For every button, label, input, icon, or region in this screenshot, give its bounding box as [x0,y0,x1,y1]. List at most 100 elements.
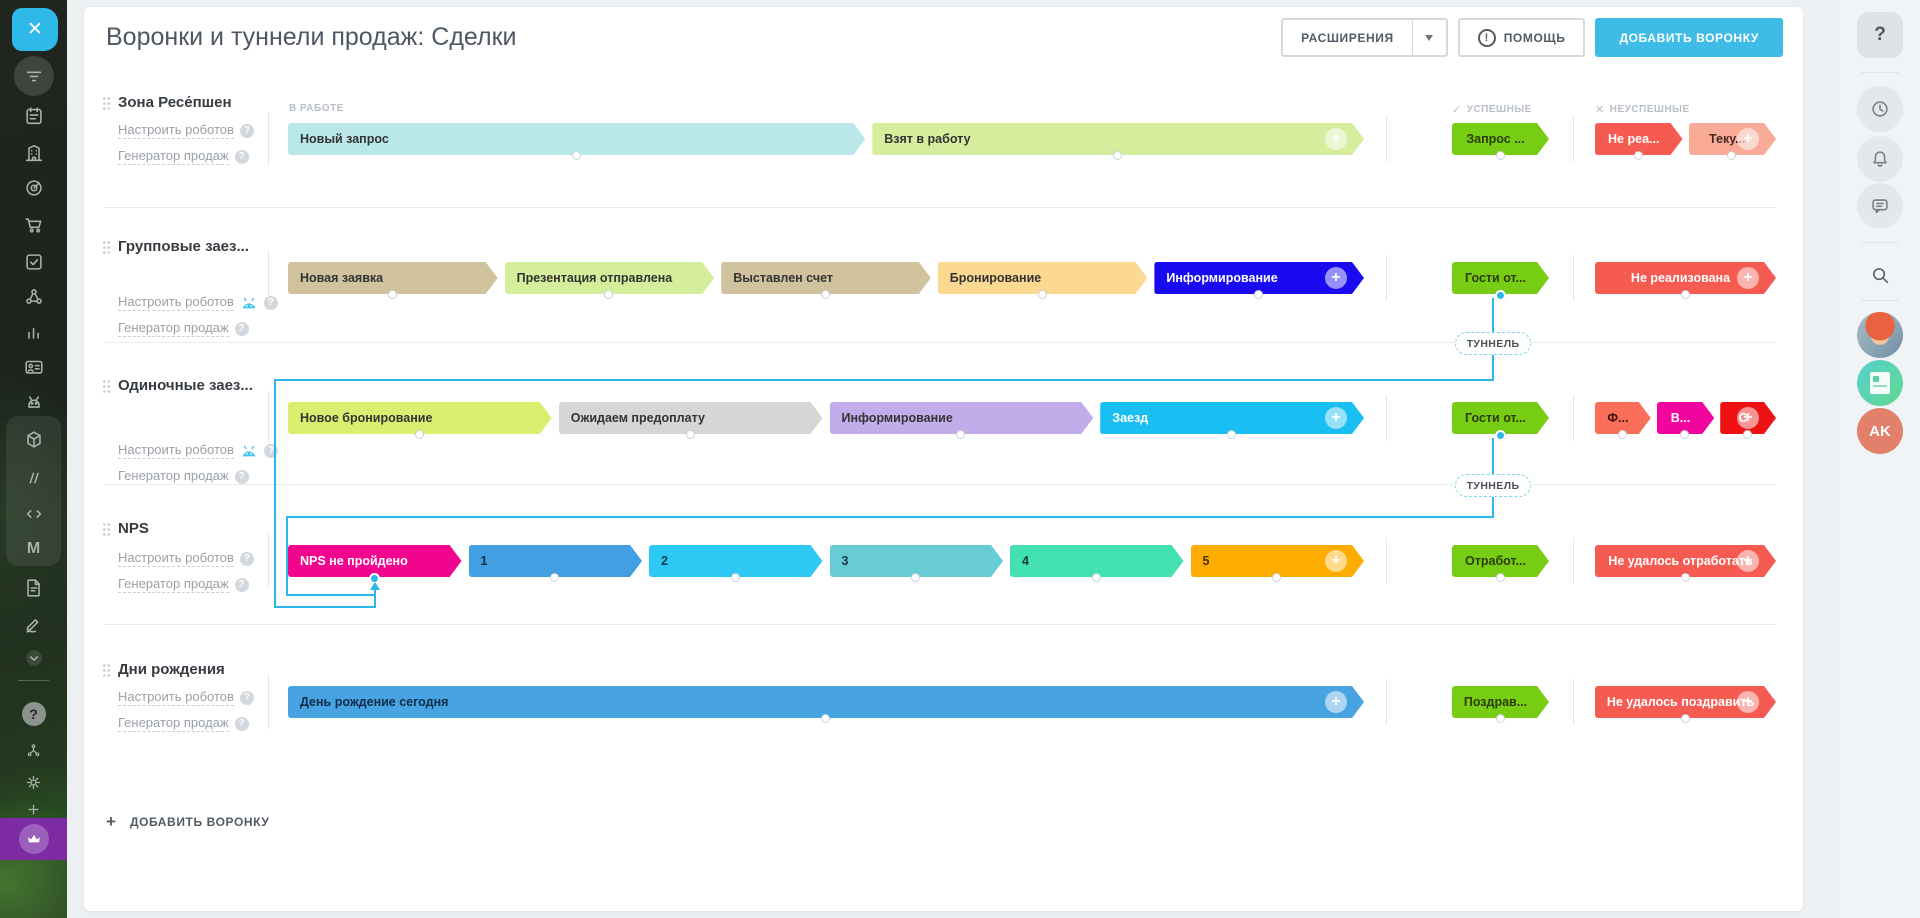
gear-icon[interactable] [0,766,67,798]
funnel-name[interactable]: Дни рождения [118,661,225,678]
extensions-dropdown-button[interactable] [1411,20,1446,55]
stage-connector-dot[interactable] [1495,151,1505,160]
tunnel-badge[interactable]: ТУННЕЛЬ [1455,474,1531,497]
funnel-stage[interactable]: Информирование+ [1154,262,1364,299]
tree-nodes-icon[interactable] [0,734,67,766]
help-icon[interactable]: ? [234,716,249,731]
stage-connector-dot[interactable] [1091,573,1101,582]
help-icon[interactable]: ? [263,443,278,458]
stage-connector-dot[interactable] [1254,290,1264,299]
chevron-down-circle-icon[interactable] [0,642,67,674]
extensions-button[interactable]: РАСШИРЕНИЯ [1281,18,1448,57]
add-funnel-button[interactable]: ДОБАВИТЬ ВОРОНКУ [1595,18,1783,57]
fail-stage[interactable]: В... [1657,402,1714,439]
success-stage[interactable]: Поздрав... [1452,686,1549,723]
stage-connector-dot[interactable] [1617,430,1627,439]
tunnel-connector-dot[interactable] [1494,290,1506,301]
chat-icon[interactable] [1857,183,1903,229]
success-stage[interactable]: Гости от... [1452,402,1549,441]
history-clock-icon[interactable] [1857,86,1903,132]
configure-robots-link[interactable]: Настроить роботов? [118,550,254,567]
add-stage-button[interactable]: + [1325,550,1347,572]
plus-icon[interactable] [0,793,67,825]
stage-connector-dot[interactable] [1680,430,1690,439]
stage-connector-dot[interactable] [604,290,614,299]
fail-stage[interactable]: Не реа... [1595,123,1683,160]
funnel-stage[interactable]: Заезд+ [1100,402,1364,439]
fail-stage[interactable]: Не удалось отработать+ [1595,545,1776,582]
add-funnel-link[interactable]: + ДОБАВИТЬ ВОРОНКУ [106,812,270,831]
sign-pen-icon[interactable] [0,608,67,640]
funnel-stage[interactable]: Бронирование [938,262,1148,299]
success-stage[interactable]: Отработ... [1452,545,1549,582]
funnel-stage[interactable]: 3 [830,545,1004,582]
stage-connector-dot[interactable] [387,290,397,299]
stage-connector-dot[interactable] [1680,714,1690,723]
help-icon[interactable]: ? [234,321,249,336]
stage-connector-dot[interactable] [956,430,966,439]
funnel-stage[interactable]: День рождение сегодня+ [288,686,1364,723]
funnel-stage[interactable]: 1 [469,545,643,582]
funnel-stage[interactable]: 4 [1010,545,1184,582]
add-stage-button[interactable]: + [1736,407,1759,429]
drag-handle[interactable] [102,240,111,255]
fail-stage[interactable]: Теку...+ [1689,123,1777,160]
funnel-stage[interactable]: Взят в работу+ [872,123,1364,160]
configure-robots-link[interactable]: Настроить роботов? [118,689,254,706]
stage-connector-dot[interactable] [1272,573,1282,582]
help-icon[interactable]: ? [239,123,254,138]
document-edit-icon[interactable] [0,572,67,604]
stats-bars-icon[interactable] [0,316,67,348]
funnel-stage[interactable]: Новый запрос [288,123,865,160]
stage-connector-dot[interactable] [911,573,921,582]
stage-connector-dot[interactable] [1743,430,1753,439]
check-square-icon[interactable] [0,246,67,278]
stage-connector-dot[interactable] [1680,290,1690,299]
stage-connector-dot[interactable] [685,430,695,439]
stage-connector-dot[interactable] [1495,714,1505,723]
close-slider-button[interactable]: ✕ [12,8,58,51]
add-stage-button[interactable]: + [1737,267,1759,289]
add-stage-button[interactable]: + [1737,691,1759,713]
fail-stage[interactable]: Не реализована+ [1595,262,1776,299]
funnel-stage[interactable]: 2 [649,545,823,582]
funnel-stage[interactable]: Информирование [830,402,1094,439]
drag-handle[interactable] [102,379,111,394]
configure-robots-link[interactable]: Настроить роботов? [118,442,278,459]
sales-generator-link[interactable]: Генератор продаж? [118,320,278,337]
stage-connector-dot[interactable] [1680,573,1690,582]
stage-connector-dot[interactable] [821,714,830,723]
funnel-stage[interactable]: NPS не пройдено [288,545,462,584]
stage-connector-dot[interactable] [730,573,740,582]
funnel-name[interactable]: NPS [118,520,149,537]
sales-generator-link[interactable]: Генератор продаж? [118,148,254,165]
fail-stage[interactable]: Ф... [1595,402,1651,439]
stage-connector-dot[interactable] [414,430,424,439]
help-circle-icon[interactable]: ? [0,698,67,730]
sales-generator-link[interactable]: Генератор продаж? [118,576,254,593]
help-icon[interactable]: ? [239,551,254,566]
add-stage-button[interactable]: + [1325,691,1347,713]
funnel-stage[interactable]: Новая заявка [288,262,498,299]
notifications-bell-icon[interactable] [1857,136,1903,182]
crm-target-icon[interactable] [0,172,67,204]
success-stage[interactable]: Запрос ... [1452,123,1549,160]
help-icon[interactable]: ? [234,469,249,484]
code-icon[interactable] [0,498,67,530]
funnel-stage[interactable]: Новое бронирование [288,402,552,439]
slashes-icon[interactable] [0,462,67,494]
cube-icon[interactable] [0,424,67,456]
add-stage-button[interactable]: + [1325,128,1347,150]
configure-robots-link[interactable]: Настроить роботов? [118,122,254,139]
help-icon[interactable]: ? [239,690,254,705]
add-stage-button[interactable]: + [1325,407,1347,429]
news-feed-icon[interactable] [1857,360,1903,406]
stage-connector-dot[interactable] [1113,151,1123,160]
add-stage-button[interactable]: + [1737,550,1759,572]
sales-generator-link[interactable]: Генератор продаж? [118,468,278,485]
configure-robots-link[interactable]: Настроить роботов? [118,294,278,311]
robot-icon[interactable] [0,386,67,418]
stage-connector-dot[interactable] [1227,430,1237,439]
stage-connector-dot[interactable] [571,151,581,160]
drag-handle[interactable] [102,96,111,111]
